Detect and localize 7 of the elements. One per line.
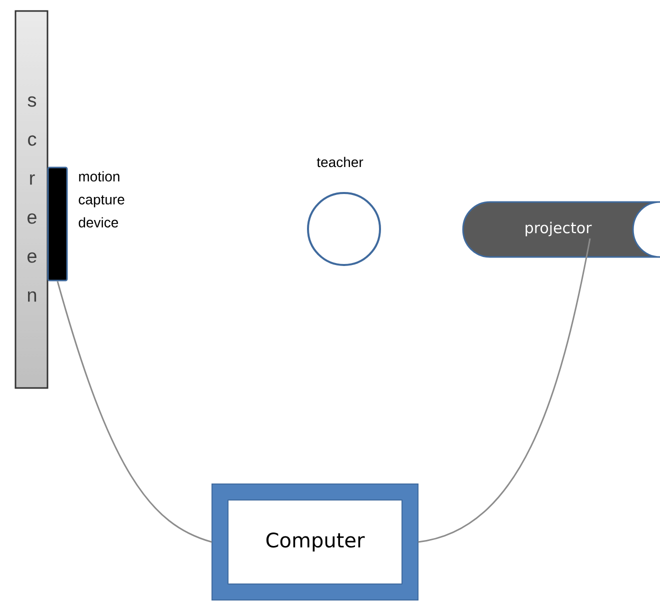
cable-line (56, 281, 212, 543)
device-label: motion capture device (78, 171, 124, 228)
cable-line (418, 238, 591, 543)
motion-capture-device (47, 166, 68, 282)
computer-box: Computer (212, 484, 418, 600)
node-label: teacher (316, 156, 364, 168)
screen-bar: screen (14, 10, 48, 389)
